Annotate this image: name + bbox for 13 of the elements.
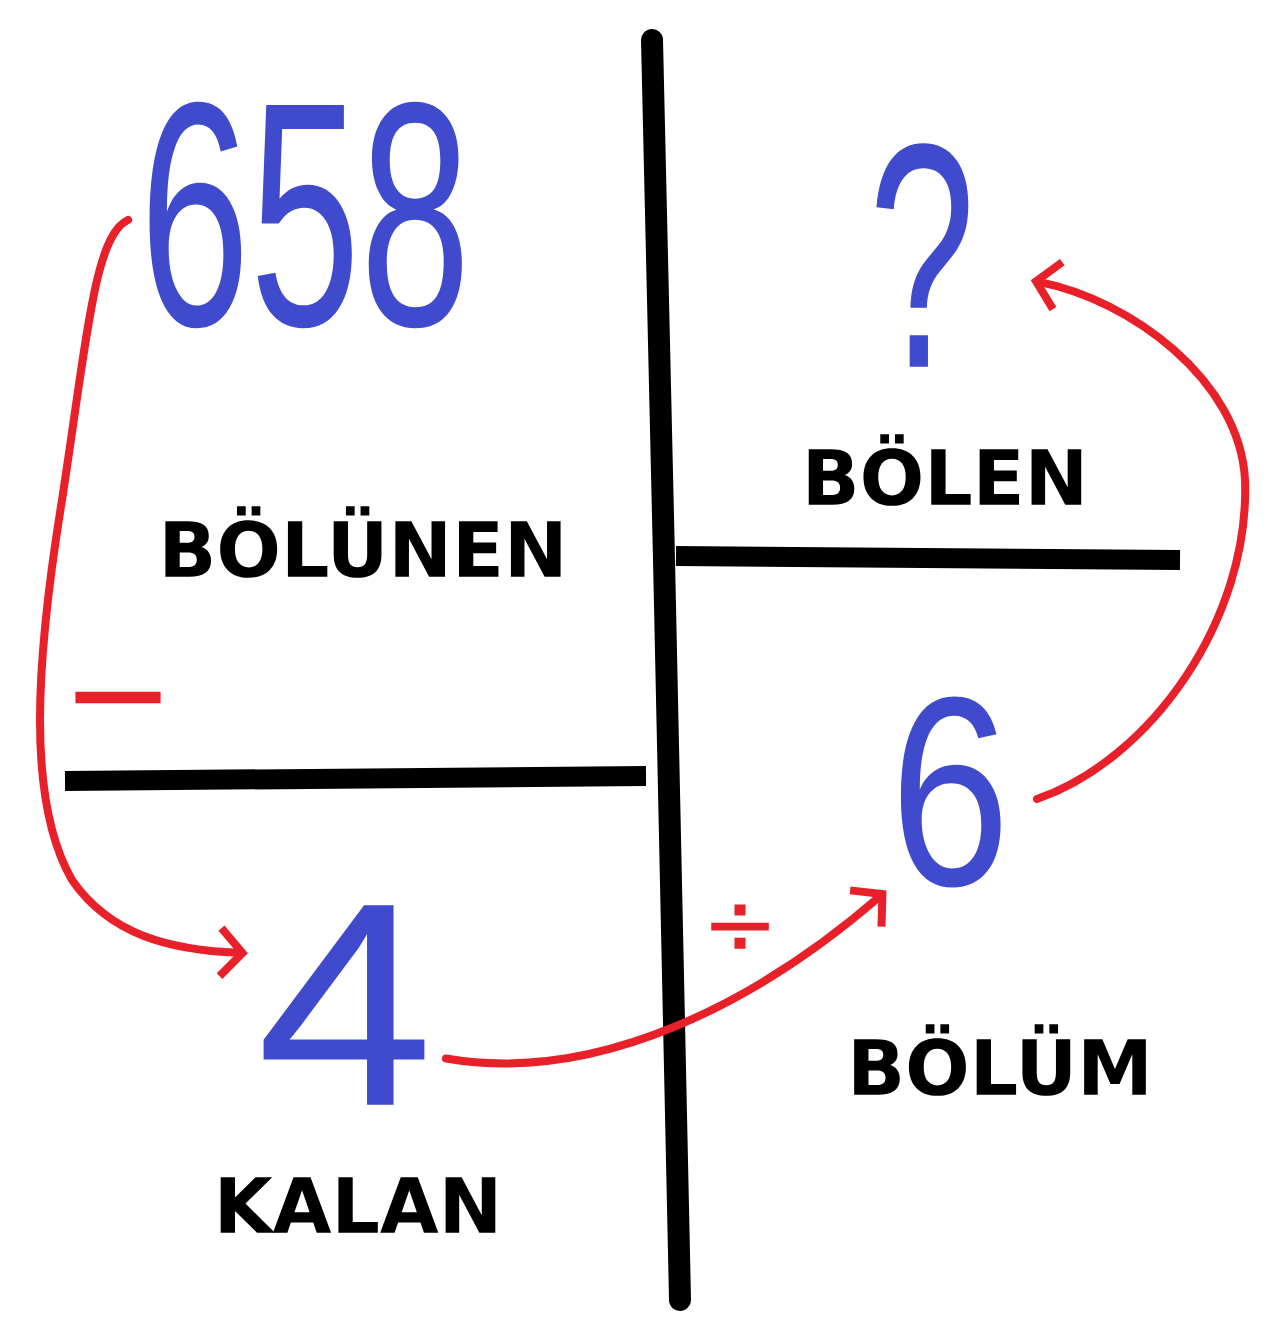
arrow xyxy=(441,886,887,1067)
number: 6 xyxy=(900,696,1001,888)
number: 4 xyxy=(263,905,425,1105)
node-label: BÖLÜM xyxy=(854,1024,1146,1096)
arrow xyxy=(1030,258,1249,804)
edge-label: ÷ xyxy=(711,904,769,949)
node-label: KALAN xyxy=(220,1177,496,1233)
number: 658 xyxy=(149,101,462,329)
edge-label: − xyxy=(75,691,161,704)
arrow xyxy=(36,215,248,979)
question-mark: ? xyxy=(876,143,969,367)
node-label: BÖLÜNEN xyxy=(165,506,561,578)
node-label: BÖLEN xyxy=(808,434,1082,506)
